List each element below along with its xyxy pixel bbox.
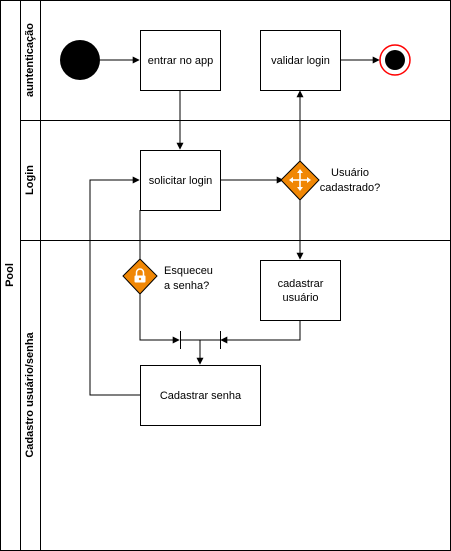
activity-validar-login[interactable]: validar login xyxy=(260,30,341,91)
activity-label-line-1: cadastrar xyxy=(278,278,324,290)
activity-cadastrar-senha[interactable]: Cadastrar senha xyxy=(140,365,261,426)
activity-cadastrar-usuario[interactable]: cadastrar usuário xyxy=(260,260,341,321)
lane-label-cadastro: Cadastro usuário/senha xyxy=(24,331,36,457)
decision-esqueceu-senha[interactable]: Esqueceu a senha? xyxy=(122,258,213,295)
four-arrows-icon xyxy=(289,169,311,191)
edge-cadastrar-usuario-to-join xyxy=(220,320,301,344)
edges xyxy=(89,56,380,396)
decision-label-line-2: cadastrado? xyxy=(320,182,381,194)
pool-label: Pool xyxy=(4,263,16,287)
activity-label: solicitar login xyxy=(149,175,213,187)
start-event xyxy=(60,40,100,80)
end-event xyxy=(379,44,411,76)
activity-label: validar login xyxy=(271,55,330,67)
lane-label-login: Login xyxy=(24,165,36,195)
edge-esqueceu-to-join xyxy=(139,294,180,344)
activity-entrar-no-app[interactable]: entrar no app xyxy=(140,30,221,91)
decision-label-line-1: Usuário xyxy=(331,167,369,179)
decision-usuario-cadastrado[interactable]: Usuário cadastrado? xyxy=(280,160,381,201)
activity-label: entrar no app xyxy=(148,55,213,67)
activity-label-line-2: usuário xyxy=(282,292,318,304)
edge-cadastrar-senha-to-solicitar xyxy=(89,176,140,396)
lock-icon xyxy=(134,268,146,283)
decision-label-line-2: a senha? xyxy=(164,280,209,292)
activity-label: Cadastrar senha xyxy=(160,390,242,402)
decision-label-line-1: Esqueceu xyxy=(164,265,213,277)
join-bar xyxy=(180,331,221,349)
lane-label-autenticacao: auntenticação xyxy=(24,23,36,97)
activity-solicitar-login[interactable]: solicitar login xyxy=(140,150,221,211)
